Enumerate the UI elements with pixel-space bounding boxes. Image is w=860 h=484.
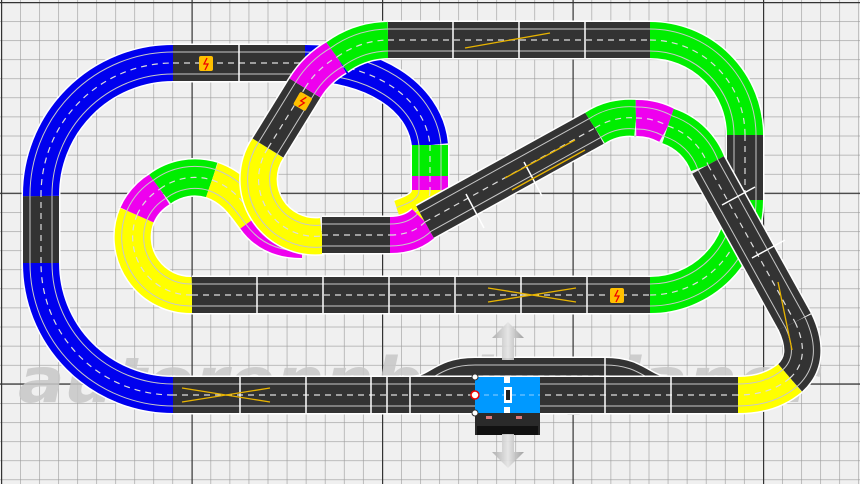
straight-track-piece[interactable]	[775, 313, 822, 393]
lightning-icon[interactable]	[199, 56, 213, 71]
curve-track-piece[interactable]	[113, 207, 193, 315]
curve-track-piece[interactable]	[737, 362, 803, 415]
curve-track-piece[interactable]	[635, 98, 678, 144]
curve-track-piece[interactable]	[21, 43, 174, 197]
connector-point-icon[interactable]	[470, 390, 480, 400]
curve-track-piece[interactable]	[649, 20, 765, 136]
lightning-icon[interactable]	[610, 288, 624, 303]
arrow-down-icon[interactable]	[492, 434, 524, 468]
curve-track-piece[interactable]	[325, 20, 390, 74]
curve-track-piece[interactable]	[119, 172, 171, 224]
arrow-up-icon[interactable]	[492, 322, 524, 360]
segment-separators	[238, 21, 786, 414]
curve-track-piece[interactable]	[660, 107, 727, 173]
curve-track-piece[interactable]	[21, 262, 174, 415]
move-handle[interactable]	[492, 322, 524, 468]
curve-track-piece[interactable]	[239, 137, 325, 256]
curve-track-piece[interactable]	[584, 98, 638, 145]
curve-track-piece[interactable]	[288, 40, 348, 99]
lightning-icon[interactable]	[293, 91, 313, 111]
connector-point-icon[interactable]	[471, 373, 479, 381]
curve-track-piece[interactable]	[389, 207, 439, 255]
selected-piece[interactable]	[470, 373, 540, 435]
lane-change-markings	[181, 32, 793, 403]
curve-track-piece[interactable]	[148, 157, 218, 206]
connector-point-icon[interactable]	[471, 409, 479, 417]
